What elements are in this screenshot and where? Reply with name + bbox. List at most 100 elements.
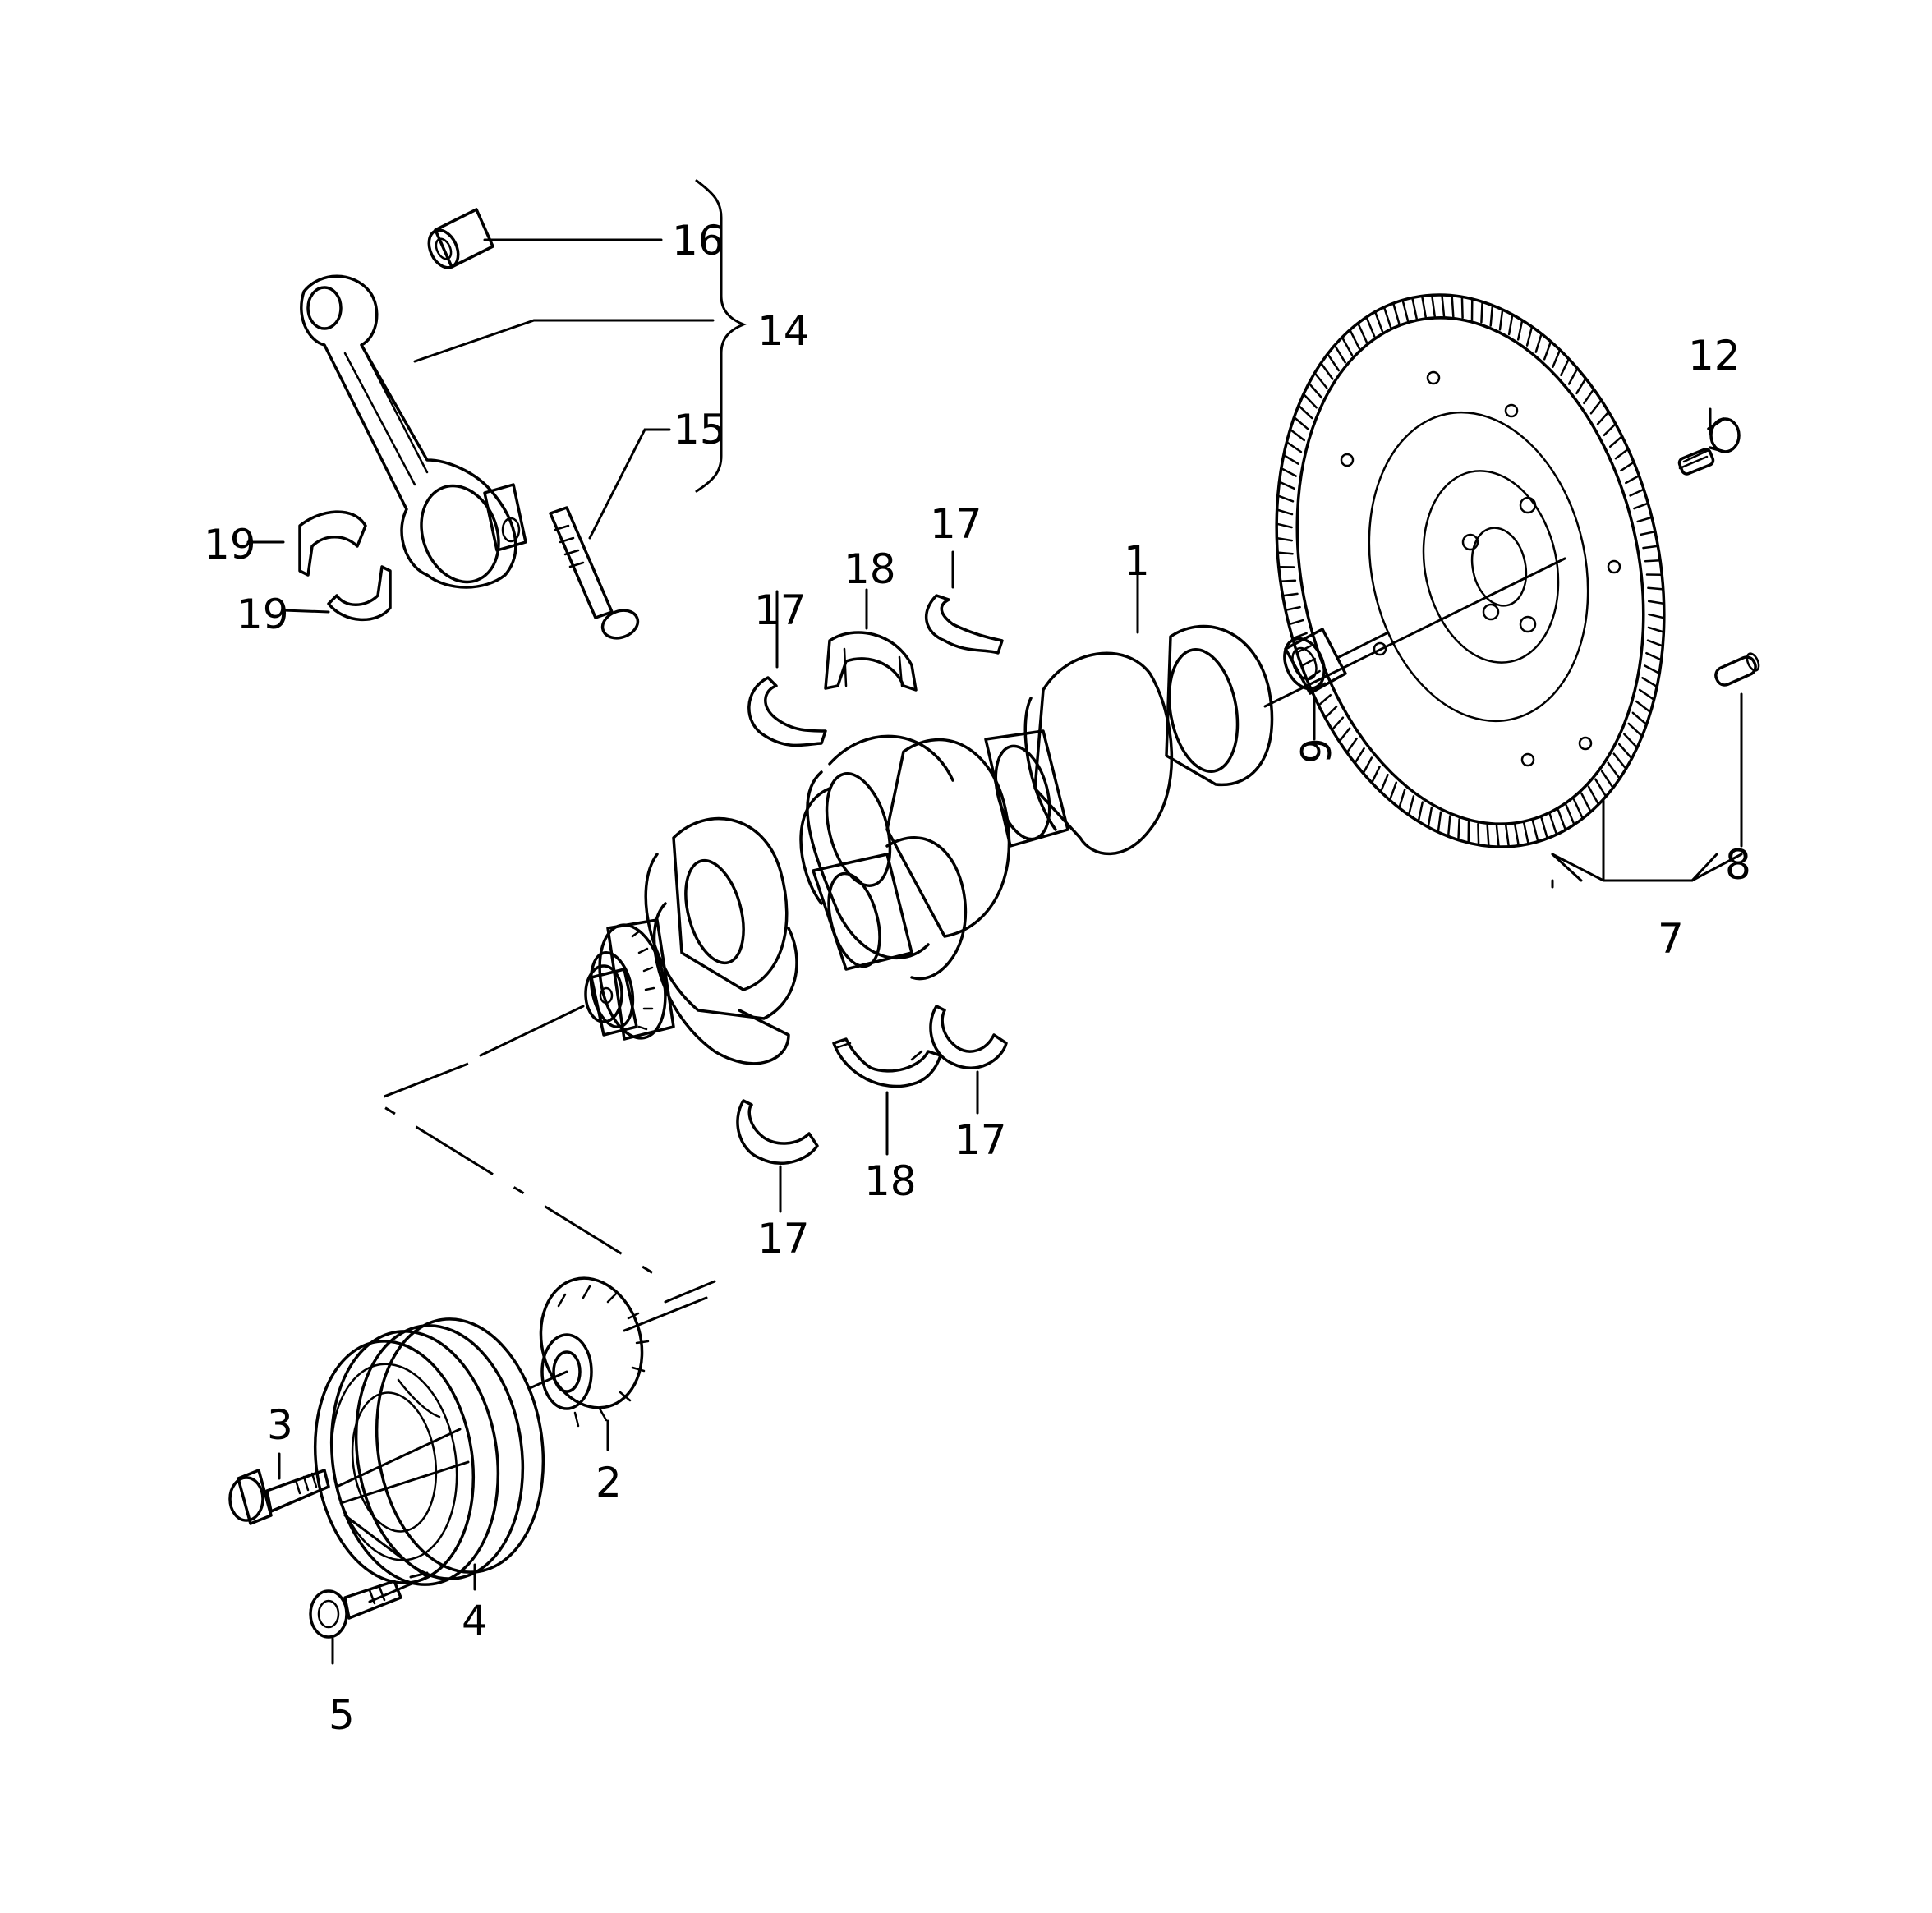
callout-labels: 1 2 3 4 5 7 8 9 12 14 15 16 17 17 17 17 … xyxy=(204,217,1751,1739)
ring-gear-tooth xyxy=(1477,822,1480,846)
ring-gear-tooth xyxy=(1498,308,1504,331)
ring-gear-tooth xyxy=(1540,816,1549,839)
pulley-bolt-short xyxy=(309,1580,402,1639)
ring-gear-tooth xyxy=(1507,313,1514,336)
ring-gear-tooth xyxy=(1620,461,1635,472)
ring-gear-tooth xyxy=(1430,294,1436,318)
ring-gear-tooth xyxy=(1427,806,1433,829)
ring-gear-tooth xyxy=(1648,613,1666,619)
thrust-washer-top-right xyxy=(924,594,1004,655)
ring-gear-tooth xyxy=(1565,804,1576,826)
ring-gear-tooth xyxy=(1327,352,1341,372)
ring-gear-tooth xyxy=(1548,813,1558,836)
ring-gear-tooth xyxy=(1589,399,1603,415)
ring-gear-tooth xyxy=(1338,727,1351,743)
ring-gear-tooth xyxy=(1543,340,1552,361)
ring-gear-tooth xyxy=(1580,792,1592,813)
ring-gear-tooth xyxy=(1608,435,1623,448)
callout-5: 5 xyxy=(329,1691,355,1739)
ring-gear-tooth xyxy=(1276,536,1294,542)
ring-gear-tooth xyxy=(1437,811,1442,834)
ring-gear-tooth xyxy=(1612,752,1627,770)
ring-gear-tooth xyxy=(1638,688,1655,701)
ring-gear-tooth xyxy=(1643,664,1661,675)
conrod-bearing-shell-top xyxy=(298,510,367,577)
needle-bearing xyxy=(1283,628,1347,695)
ring-gear-tooth xyxy=(1286,440,1303,453)
callout-17-b: 17 xyxy=(930,500,982,548)
thrust-washer-top-left xyxy=(748,676,827,747)
ring-gear-tooth xyxy=(1447,815,1451,838)
ring-gear-tooth xyxy=(1583,388,1595,405)
ring-gear-tooth xyxy=(1627,722,1644,738)
ring-gear-tooth xyxy=(1525,325,1534,347)
connecting-rod xyxy=(300,274,527,589)
ring-gear-tooth xyxy=(1302,393,1318,409)
ring-gear-tooth xyxy=(1647,586,1665,591)
ring-gear-tooth xyxy=(1480,301,1484,324)
ring-gear-tooth xyxy=(1623,733,1639,749)
ring-gear-tooth xyxy=(1308,382,1323,399)
ring-gear-tooth xyxy=(1297,404,1313,420)
ring-gear-tooth xyxy=(1354,747,1365,765)
ring-gear-tooth xyxy=(1441,293,1446,317)
ring-gear-tooth xyxy=(1392,302,1401,325)
ring-gear-tooth xyxy=(1552,348,1562,368)
ring-gear-tooth xyxy=(1284,605,1301,612)
ring-gear-tooth xyxy=(1349,329,1360,350)
callout-16: 16 xyxy=(672,217,724,264)
callout-2: 2 xyxy=(596,1459,622,1506)
ring-gear-tooth xyxy=(1282,453,1300,465)
crankshaft-sprocket xyxy=(539,1276,650,1428)
ring-gear-tooth xyxy=(1289,428,1306,442)
ring-gear-tooth xyxy=(1379,774,1389,793)
callout-17-a: 17 xyxy=(754,586,807,634)
callout-18-b: 18 xyxy=(864,1157,917,1205)
ring-gear-tooth xyxy=(1642,545,1659,550)
ring-gear-tooth xyxy=(1516,319,1524,341)
ring-gear-tooth xyxy=(1617,743,1633,760)
ring-gear-tooth xyxy=(1631,711,1648,726)
ring-gear-tooth xyxy=(1370,766,1381,784)
conrod-bolt xyxy=(549,506,640,640)
ring-gear-tooth xyxy=(1373,310,1384,333)
ring-gear-tooth xyxy=(1607,761,1622,780)
callout-9: 9 xyxy=(1293,738,1341,764)
ring-gear-tooth xyxy=(1279,579,1297,583)
ring-gear-tooth xyxy=(1388,781,1398,802)
ring-gear-tooth xyxy=(1489,304,1494,327)
ring-gear-tooth xyxy=(1523,821,1530,845)
ring-gear-tooth xyxy=(1505,824,1511,848)
ring-gear-tooth xyxy=(1356,322,1368,343)
ring-gear-tooth xyxy=(1646,639,1664,647)
assembly-axis-lines xyxy=(335,557,1566,1579)
dowel-pin xyxy=(1714,652,1760,687)
callout-3: 3 xyxy=(267,1401,293,1449)
ring-gear-tooth xyxy=(1362,756,1373,775)
ring-gear-tooth xyxy=(1280,467,1298,477)
ring-gear-tooth xyxy=(1644,559,1662,563)
ring-gear-tooth xyxy=(1319,361,1334,380)
ring-gear-tooth xyxy=(1625,474,1640,485)
ring-gear-tooth xyxy=(1275,522,1293,529)
ring-gear-tooth xyxy=(1557,809,1567,831)
ring-gear-tooth xyxy=(1420,295,1427,319)
ring-gear-tooth xyxy=(1635,700,1652,714)
thrust-washer-bottom-left xyxy=(736,1099,819,1165)
main-bearing-shell-top xyxy=(824,631,918,692)
ring-gear-tooth xyxy=(1560,357,1571,376)
ring-gear-tooth xyxy=(1614,448,1630,460)
main-bearing-shell-bottom xyxy=(832,1037,942,1088)
ring-gear-tooth xyxy=(1603,422,1617,437)
ring-gear-tooth xyxy=(1323,705,1338,720)
callout-19-a: 19 xyxy=(204,521,256,568)
callout-19-b: 19 xyxy=(237,591,289,638)
flywheel-bolt xyxy=(1677,417,1741,476)
callout-1: 1 xyxy=(1124,537,1150,585)
ring-gear-tooth xyxy=(1313,371,1328,389)
ring-gear-tooth xyxy=(1587,785,1600,806)
leader-lines xyxy=(246,179,1743,1665)
ring-gear-tooth xyxy=(1567,367,1579,385)
ring-gear-tooth xyxy=(1647,600,1665,605)
ring-gear-tooth xyxy=(1401,299,1410,322)
